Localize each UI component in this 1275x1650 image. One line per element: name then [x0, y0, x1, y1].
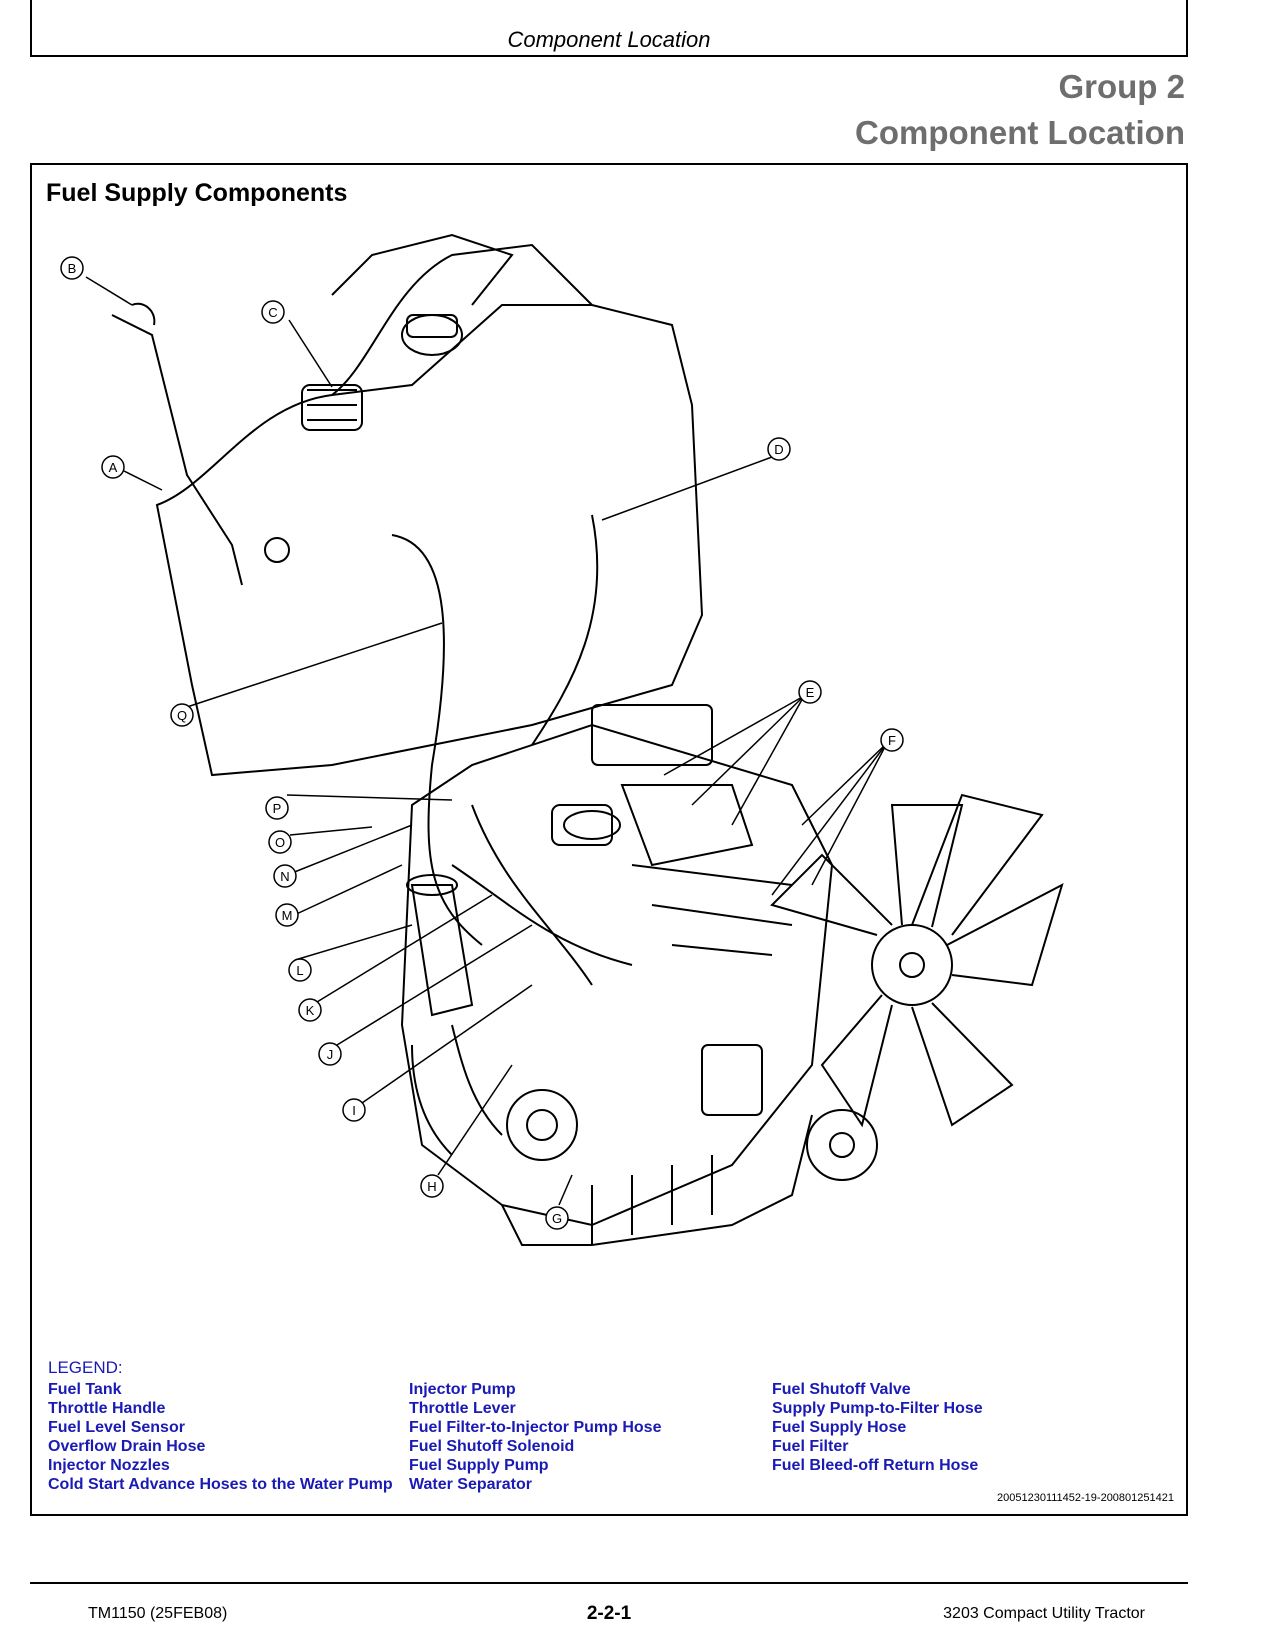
- callout-Q: Q: [177, 708, 187, 723]
- page-header: Component Location: [30, 0, 1188, 57]
- legend-item: Water Separator: [409, 1476, 532, 1493]
- callout-E: E: [806, 685, 815, 700]
- figure-box: Fuel Supply Components: [30, 163, 1188, 1516]
- callout-M: M: [282, 908, 293, 923]
- footer-page-number: 2-2-1: [586, 1603, 632, 1624]
- footer-doc-id: TM1150 (25FEB08): [88, 1605, 228, 1622]
- legend-item: Throttle Lever: [409, 1400, 516, 1417]
- legend-item: Fuel Supply Pump: [409, 1457, 549, 1474]
- legend: LEGEND: Fuel Tank Throttle Handle Fuel L…: [48, 1358, 1168, 1493]
- legend-item: Fuel Filter: [772, 1438, 849, 1455]
- callout-F: F: [888, 733, 896, 748]
- header-title: Component Location: [507, 27, 711, 52]
- callout-G: G: [552, 1211, 562, 1226]
- figure-title: Fuel Supply Components: [46, 179, 348, 207]
- legend-item: Supply Pump-to-Filter Hose: [772, 1400, 983, 1417]
- legend-item: Fuel Bleed-off Return Hose: [772, 1457, 979, 1474]
- group-number: Group 2: [1058, 68, 1185, 105]
- callout-K: K: [306, 1003, 315, 1018]
- legend-item: Fuel Filter-to-Injector Pump Hose: [409, 1419, 662, 1436]
- group-title: Component Location: [855, 114, 1185, 151]
- callout-D: D: [774, 442, 783, 457]
- callout-J: J: [327, 1047, 334, 1062]
- callout-L: L: [296, 963, 303, 978]
- legend-item: Cold Start Advance Hoses to the Water Pu…: [48, 1476, 393, 1493]
- legend-column-1: Fuel Tank Throttle Handle Fuel Level Sen…: [48, 1380, 393, 1494]
- legend-heading: LEGEND:: [48, 1358, 123, 1377]
- callout-C: C: [268, 305, 277, 320]
- legend-item: Fuel Level Sensor: [48, 1419, 185, 1436]
- legend-column-3: Fuel Shutoff Valve Supply Pump-to-Filter…: [772, 1380, 983, 1475]
- footer-product: 3203 Compact Utility Tractor: [943, 1605, 1145, 1622]
- callout-B: B: [68, 261, 77, 276]
- callout-N: N: [280, 869, 289, 884]
- callout-A: A: [109, 460, 118, 475]
- figure-id: 20051230111452-19-200801251421: [997, 1492, 1174, 1504]
- legend-item: Fuel Shutoff Solenoid: [409, 1438, 575, 1455]
- footer-rule: [30, 1582, 1188, 1584]
- engine-illustration: A B C D E F G H I J K L M N O P Q: [60, 233, 1064, 1246]
- legend-column-2: Injector Pump Throttle Lever Fuel Filter…: [409, 1380, 661, 1494]
- callout-I: I: [352, 1103, 356, 1118]
- callout-H: H: [427, 1179, 436, 1194]
- legend-item: Throttle Handle: [48, 1400, 166, 1417]
- callout-O: O: [275, 835, 285, 850]
- legend-item: Fuel Supply Hose: [772, 1419, 907, 1436]
- legend-item: Fuel Tank: [48, 1381, 122, 1398]
- legend-item: Fuel Shutoff Valve: [772, 1381, 911, 1398]
- legend-item: Overflow Drain Hose: [48, 1438, 206, 1455]
- legend-item: Injector Nozzles: [48, 1457, 170, 1474]
- legend-item: Injector Pump: [409, 1381, 516, 1398]
- callout-P: P: [273, 801, 282, 816]
